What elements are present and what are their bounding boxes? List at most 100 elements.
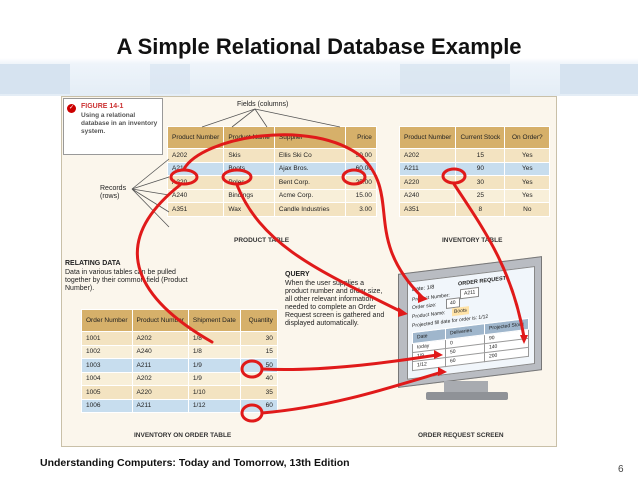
- order-cell: 1006: [81, 398, 133, 413]
- highlight-circle-name: [221, 168, 253, 186]
- inventory-cell: 25: [455, 188, 506, 203]
- order-cell: A202: [131, 331, 189, 346]
- product-cell: 3.00: [344, 202, 377, 217]
- red-arrow-qty-60: [260, 370, 444, 415]
- red-arrow-relating: [135, 183, 214, 344]
- order-cell: A211: [131, 398, 189, 413]
- slide-title: A Simple Relational Database Example: [116, 34, 522, 59]
- order-cell: 1003: [81, 358, 133, 373]
- highlight-circle-price: [341, 168, 367, 186]
- monitor-base: [426, 392, 508, 400]
- records-pointer-line: [131, 158, 170, 190]
- order-cell: 35: [239, 385, 278, 400]
- figure-caption-box: ✓ FIGURE 14-1 Using a relational databas…: [63, 98, 163, 155]
- records-pointer-line: [131, 176, 170, 190]
- product-cell: Acme Corp.: [273, 188, 346, 203]
- arrowhead-icon: [434, 350, 443, 359]
- red-arrow-name: [235, 183, 404, 314]
- order-cell: 15: [239, 344, 278, 359]
- records-pointer-line: [131, 188, 170, 196]
- arrowhead-icon: [438, 367, 447, 376]
- order-cell: 30: [239, 331, 278, 346]
- highlight-circle-qty-50: [240, 359, 264, 379]
- arrowhead-icon: [398, 307, 408, 317]
- fields-label: Fields (columns): [237, 101, 289, 108]
- order-cell: 1005: [81, 385, 133, 400]
- inventory-cell: A211: [398, 161, 457, 176]
- highlight-circle-qty-60: [240, 403, 264, 423]
- order-cell: 1/9: [187, 371, 241, 386]
- inventory-cell: Yes: [504, 175, 551, 190]
- title-band: [0, 0, 638, 96]
- relating-data-text: Data in various tables can be pulled tog…: [65, 269, 188, 292]
- product-header-cell: Price: [344, 126, 377, 149]
- highlight-circle-product: [169, 168, 199, 186]
- highlight-circle-stock: [441, 167, 467, 185]
- inventory-cell: Yes: [504, 188, 551, 203]
- inventory-cell: No: [504, 202, 551, 217]
- inventory-header-cell: On Order?: [504, 126, 551, 149]
- inventory-table: Product Number Current Stock On Order? A…: [398, 126, 551, 217]
- order-cell: A240: [131, 344, 189, 359]
- records-pointer-line: [131, 188, 170, 213]
- order-header-cell: Order Number: [81, 309, 133, 332]
- product-table-caption: PRODUCT TABLE: [234, 237, 290, 244]
- figure-panel: ✓ FIGURE 14-1 Using a relational databas…: [61, 96, 557, 447]
- arrowhead-icon: [418, 293, 428, 303]
- order-cell: 1/12: [187, 398, 241, 413]
- order-header-cell: Quantity: [239, 309, 278, 332]
- product-cell: Ellis Ski Co: [273, 148, 346, 163]
- inventory-cell: A351: [398, 202, 457, 217]
- fields-pointer-line: [254, 108, 341, 128]
- monitor-illustration: Date: 1/8 ORDER REQUEST Product Number: …: [392, 256, 552, 412]
- product-table: Product Number Product Name Supplier Pri…: [166, 126, 377, 217]
- product-cell: Skis: [223, 148, 275, 163]
- slide-footer: Understanding Computers: Today and Tomor…: [40, 457, 350, 469]
- relating-data-title: RELATING DATA: [65, 260, 121, 267]
- fields-pointer-line: [201, 108, 256, 128]
- product-header-cell: Product Number: [166, 126, 225, 149]
- inventory-cell: Yes: [504, 161, 551, 176]
- product-cell: A240: [166, 188, 225, 203]
- order-cell: A202: [131, 371, 189, 386]
- red-arrow-product: [182, 133, 424, 299]
- red-arrow-stock: [452, 182, 526, 339]
- inventory-cell: A202: [398, 148, 457, 163]
- monitor-stand: [444, 381, 488, 393]
- figure-caption-text: Using a relational database in an invent…: [81, 112, 158, 135]
- inventory-table-caption: INVENTORY TABLE: [442, 237, 503, 244]
- product-cell: Candle Industries: [273, 202, 346, 217]
- fields-pointer-line: [254, 108, 268, 128]
- order-header-cell: Shipment Date: [187, 309, 241, 332]
- order-table: Order Number Product Number Shipment Dat…: [81, 309, 278, 413]
- inventory-header-cell: Product Number: [398, 126, 457, 149]
- order-header-cell: Product Number: [131, 309, 189, 332]
- figure-caption-label: FIGURE 14-1: [81, 103, 124, 110]
- order-cell: A211: [131, 358, 189, 373]
- order-table-caption: INVENTORY ON ORDER TABLE: [134, 432, 232, 439]
- figure-badge-icon: ✓: [67, 104, 76, 113]
- order-cell: 1/10: [187, 385, 241, 400]
- query-title: QUERY: [285, 271, 310, 278]
- page-number: 6: [618, 464, 624, 475]
- product-cell: 15.00: [344, 188, 377, 203]
- order-cell: 1/9: [187, 358, 241, 373]
- arrowhead-icon: [520, 335, 528, 344]
- product-cell: A351: [166, 202, 225, 217]
- query-text: When the user supplies a product number …: [285, 280, 385, 327]
- records-pointer-line: [131, 188, 170, 228]
- order-screen-caption: ORDER REQUEST SCREEN: [418, 432, 504, 439]
- red-arrow-qty-50: [260, 353, 439, 372]
- order-cell: 1001: [81, 331, 133, 346]
- fields-pointer-line: [231, 108, 256, 128]
- inventory-header-cell: Current Stock: [455, 126, 506, 149]
